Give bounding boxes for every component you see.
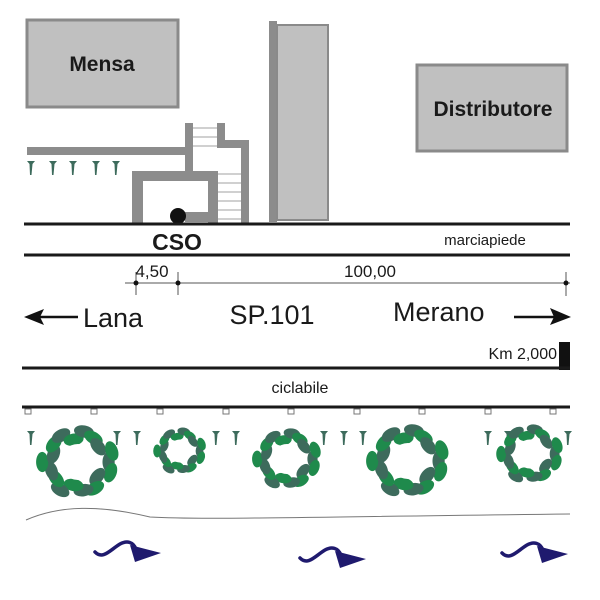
bike-path-label: ciclabile bbox=[272, 380, 329, 397]
tree-canopy-icon bbox=[496, 424, 563, 483]
sidewalk-label: marciapiede bbox=[444, 232, 526, 249]
bollard-icon bbox=[418, 408, 426, 415]
dimension-point bbox=[175, 280, 181, 286]
bollard-row bbox=[24, 408, 557, 415]
flow-arrow-icon bbox=[93, 540, 161, 562]
small-tree-icon bbox=[92, 161, 100, 175]
dimension-small-label: 4,50 bbox=[135, 262, 168, 281]
mensa-label: Mensa bbox=[69, 53, 135, 76]
direction-lana-label: Lana bbox=[83, 303, 144, 333]
small-tree-icon bbox=[212, 431, 220, 445]
cso-label: CSO bbox=[152, 229, 202, 255]
small-tree-icon bbox=[112, 161, 120, 175]
bollard-icon bbox=[156, 408, 164, 415]
distributore-label: Distributore bbox=[433, 98, 552, 121]
dimension-point bbox=[563, 280, 569, 286]
small-tree-icon bbox=[340, 431, 348, 445]
arrow-left-icon bbox=[24, 309, 78, 325]
direction-merano-label: Merano bbox=[393, 297, 485, 327]
flow-arrow-icon bbox=[298, 546, 366, 568]
dimension-point bbox=[133, 280, 139, 286]
dimension-large-label: 100,00 bbox=[344, 262, 396, 281]
distributore-building[interactable]: Distributore bbox=[415, 63, 569, 153]
tall-building[interactable] bbox=[269, 21, 329, 222]
small-tree-icon bbox=[113, 431, 121, 445]
stairs-icon bbox=[193, 127, 241, 220]
small-tree-icon bbox=[232, 431, 240, 445]
retaining-wall-structure bbox=[27, 123, 249, 224]
tree-row-upper bbox=[27, 161, 120, 175]
tree-canopy-icon bbox=[153, 427, 206, 474]
small-tree-icon bbox=[49, 161, 57, 175]
mensa-building[interactable]: Mensa bbox=[25, 18, 180, 109]
bollard-icon bbox=[549, 408, 557, 415]
tree-canopies bbox=[36, 424, 563, 498]
small-tree-icon bbox=[320, 431, 328, 445]
bollard-icon bbox=[353, 408, 361, 415]
km-marker-icon bbox=[559, 342, 570, 370]
bollard-icon bbox=[484, 408, 492, 415]
small-tree-icon bbox=[133, 431, 141, 445]
road-name-label: SP.101 bbox=[229, 300, 314, 330]
small-tree-icon bbox=[359, 431, 367, 445]
tree-canopy-icon bbox=[252, 428, 321, 489]
small-tree-icon bbox=[564, 431, 572, 445]
tree-canopy-icon bbox=[36, 425, 119, 498]
small-tree-icon bbox=[27, 161, 35, 175]
river-bank-line bbox=[25, 507, 571, 521]
bollard-icon bbox=[222, 408, 230, 415]
bollard-icon bbox=[287, 408, 295, 415]
tree-canopy-icon bbox=[366, 424, 449, 497]
bollard-icon bbox=[90, 408, 98, 415]
small-tree-icon bbox=[484, 431, 492, 445]
small-tree-icon bbox=[27, 431, 35, 445]
km-marker-label: Km 2,000 bbox=[489, 346, 558, 363]
cso-point-icon[interactable] bbox=[170, 208, 186, 224]
bollard-icon bbox=[24, 408, 32, 415]
small-tree-icon bbox=[69, 161, 77, 175]
flow-arrow-icon bbox=[500, 541, 568, 563]
arrow-right-icon bbox=[514, 308, 571, 325]
